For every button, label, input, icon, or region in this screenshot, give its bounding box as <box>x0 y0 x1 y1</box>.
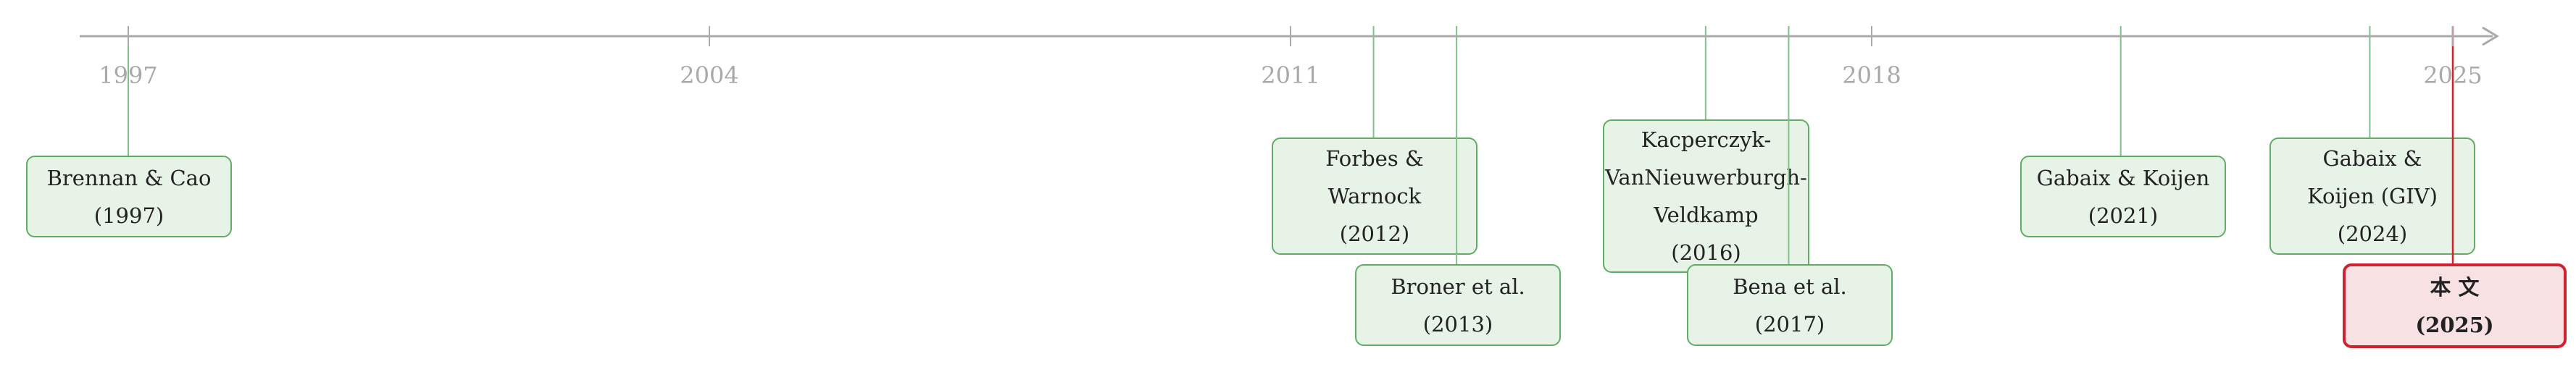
paper-box-line: 本 文 <box>2430 274 2480 300</box>
paper-box-line: VanNieuwerburgh- <box>1605 165 1807 190</box>
paper-box-line: (2025) <box>2415 312 2494 337</box>
paper-box-line: Warnock <box>1327 184 1422 208</box>
paper-box-line: Gabaix & <box>2322 146 2422 171</box>
year-label-2018: 2018 <box>1842 62 1901 89</box>
paper-box-line: (2024) <box>2337 221 2408 246</box>
paper-box-line: Bena et al. <box>1733 274 1847 299</box>
paper-box-line: Gabaix & Koijen <box>2036 165 2210 190</box>
axis-ticks <box>128 26 2454 46</box>
timeline-axis <box>80 26 2499 46</box>
paper-box-line: Kacperczyk- <box>1641 127 1772 152</box>
paper-box-line: (2012) <box>1339 221 1410 246</box>
paper-box-line: Veldkamp <box>1654 203 1759 227</box>
paper-box-line: Koijen (GIV) <box>2307 184 2438 208</box>
paper-box-line: (1997) <box>93 203 164 228</box>
paper-box-line: (2013) <box>1422 311 1493 337</box>
paper-box-gabaix-koijen-giv: Gabaix & Koijen (GIV) (2024) <box>2269 138 2475 255</box>
paper-box-brennan-cao: Brennan & Cao (1997) <box>26 156 232 237</box>
paper-box-bena: Bena et al. (2017) <box>1687 264 1893 346</box>
paper-box-broner: Broner et al. (2013) <box>1355 264 1561 346</box>
paper-box-line: Forbes & <box>1325 146 1424 171</box>
year-label-1997: 1997 <box>99 62 158 89</box>
paper-box-line: (2016) <box>1671 240 1741 265</box>
paper-box-line: Broner et al. <box>1391 274 1525 299</box>
year-label-2025: 2025 <box>2423 62 2483 89</box>
paper-box-line: Brennan & Cao <box>46 165 212 190</box>
paper-box-gabaix-koijen-2021: Gabaix & Koijen (2021) <box>2020 156 2226 237</box>
paper-box-line: (2017) <box>1754 311 1825 337</box>
paper-box-kacperczyk: Kacperczyk- VanNieuwerburgh- Veldkamp (2016… <box>1603 119 1809 273</box>
axis-arrowhead <box>2482 26 2499 46</box>
year-label-2011: 2011 <box>1261 62 1320 89</box>
paper-box-this-paper: 本 文 (2025) <box>2343 263 2567 348</box>
paper-box-forbes-warnock: Forbes & Warnock (2012) <box>1272 138 1477 255</box>
year-label-2004: 2004 <box>680 62 739 89</box>
paper-box-line: (2021) <box>2088 203 2159 228</box>
